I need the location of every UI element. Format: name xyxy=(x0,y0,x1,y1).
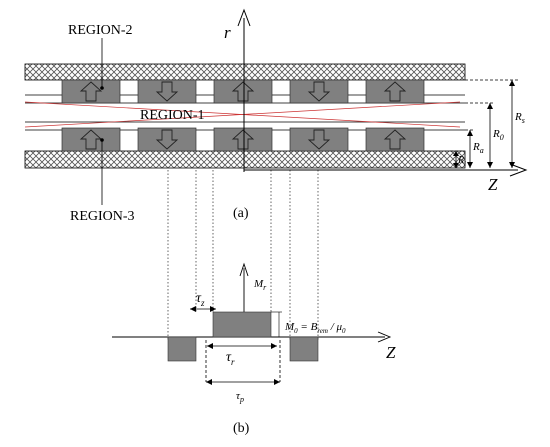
tau-p-label: τp xyxy=(236,390,244,404)
mag-block-right-negative xyxy=(289,336,319,362)
z-axis xyxy=(244,163,528,177)
region-2-label: REGION-2 xyxy=(68,23,133,38)
r-axis-label: r xyxy=(224,23,231,42)
caption-b: (b) xyxy=(233,421,250,436)
upper-magnet-row xyxy=(61,79,425,104)
arrow-down-icon xyxy=(307,81,331,102)
lower-magnet-2 xyxy=(137,127,197,152)
upper-magnet-5 xyxy=(365,79,425,104)
lower-magnet-3 xyxy=(213,127,273,152)
tau-r-label: τr xyxy=(226,350,235,367)
radius-rs-label: Rs xyxy=(514,111,525,125)
radius-ri-label: Ri xyxy=(457,155,466,168)
lower-magnet-1 xyxy=(61,127,121,152)
arrow-up-icon xyxy=(231,129,255,150)
region-1-label: REGION-1 xyxy=(140,108,205,123)
arrow-up-icon xyxy=(383,129,407,150)
arrow-down-icon xyxy=(155,129,179,150)
inner-core-band xyxy=(24,150,466,169)
upper-magnet-3 xyxy=(213,79,273,104)
arrow-up-icon xyxy=(231,81,255,102)
projection-lines xyxy=(167,170,319,340)
upper-magnet-1 xyxy=(61,79,121,104)
lower-magnet-4 xyxy=(289,127,349,152)
outer-stator-band xyxy=(24,63,466,81)
region-3-label: REGION-3 xyxy=(70,209,135,224)
mag-block-center-positive xyxy=(212,311,272,338)
upper-magnet-4 xyxy=(289,79,349,104)
mag-axis-label: Mr xyxy=(253,278,267,292)
arrow-down-icon xyxy=(307,129,331,150)
lower-magnet-5 xyxy=(365,127,425,152)
magnetization-plot xyxy=(112,262,392,385)
machine-cross-section xyxy=(24,63,466,169)
mag-block-left-negative xyxy=(167,336,197,362)
z-axis-label-b: Z xyxy=(386,343,396,362)
m0-equation: M0 = Brem / μ0 xyxy=(284,321,346,335)
radius-r0-label: R0 xyxy=(492,128,504,142)
arrow-up-icon xyxy=(79,81,103,102)
arrow-up-icon xyxy=(79,129,103,150)
arrow-down-icon xyxy=(155,81,179,102)
caption-a: (a) xyxy=(233,206,249,221)
region-1-cross-lines xyxy=(24,101,461,128)
tau-z-label: τz xyxy=(196,291,205,308)
arrow-up-icon xyxy=(383,81,407,102)
radius-dimensions xyxy=(450,79,520,168)
r-axis xyxy=(237,8,251,172)
radius-ra-label: Ra xyxy=(472,141,484,155)
lower-magnet-row xyxy=(61,127,425,152)
z-axis-label: Z xyxy=(488,175,498,194)
upper-magnet-2 xyxy=(137,79,197,104)
